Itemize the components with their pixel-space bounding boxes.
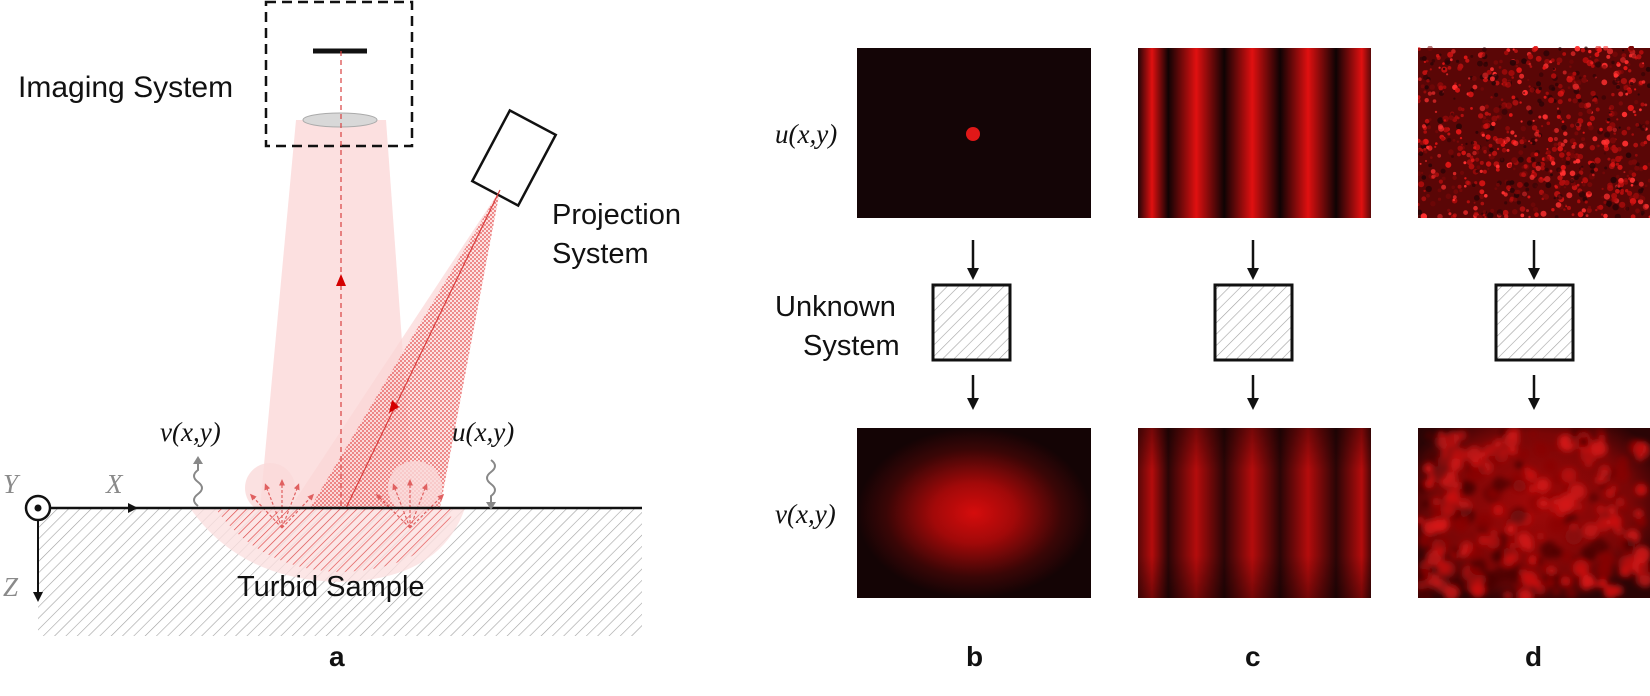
output-blob-image <box>857 428 1091 598</box>
system-block-d <box>1494 240 1575 410</box>
v-wavy-arrow <box>193 462 203 507</box>
lens-icon <box>302 112 378 128</box>
column-c <box>1138 48 1371 598</box>
panel-letter-b: b <box>966 641 983 672</box>
column-b <box>857 48 1091 598</box>
output-speckle-grains <box>1418 428 1650 598</box>
panel-a: Imaging System Projection System v(x,y) … <box>3 0 681 672</box>
input-point-dot <box>966 127 980 141</box>
projector-icon <box>470 108 558 208</box>
imaging-system-label: Imaging System <box>18 71 233 104</box>
panel-letter-d: d <box>1525 641 1542 672</box>
v-row-label: v(x,y) <box>775 499 836 529</box>
turbid-sample-label: Turbid Sample <box>237 571 425 603</box>
input-speckle-grains <box>1418 46 1650 218</box>
unknown-system-label-1: Unknown <box>775 291 896 323</box>
imaging-system-box <box>264 0 414 148</box>
system-block-c <box>1213 240 1294 410</box>
system-block-b <box>931 240 1012 410</box>
v-xy-label: v(x,y) <box>160 417 221 447</box>
axis-y-label: Y <box>3 469 21 499</box>
u-wavy-arrow <box>486 459 496 504</box>
system-blocks <box>931 240 1575 410</box>
u-xy-label: u(x,y) <box>452 417 514 447</box>
projection-system-label-2: System <box>552 238 649 270</box>
panel-letter-a: a <box>329 641 345 672</box>
u-row-label: u(x,y) <box>775 119 837 149</box>
unknown-system-label-2: System <box>803 330 900 362</box>
axis-z-label: Z <box>3 572 19 602</box>
input-fringe-image <box>1138 48 1371 218</box>
column-d <box>1418 46 1650 598</box>
projection-ray <box>345 189 501 509</box>
axis-x-label: X <box>105 469 124 499</box>
panels-right: u(x,y) v(x,y) Unknown System <box>775 46 1650 672</box>
projection-system-label-1: Projection <box>552 199 681 231</box>
panel-letter-c: c <box>1245 641 1261 672</box>
